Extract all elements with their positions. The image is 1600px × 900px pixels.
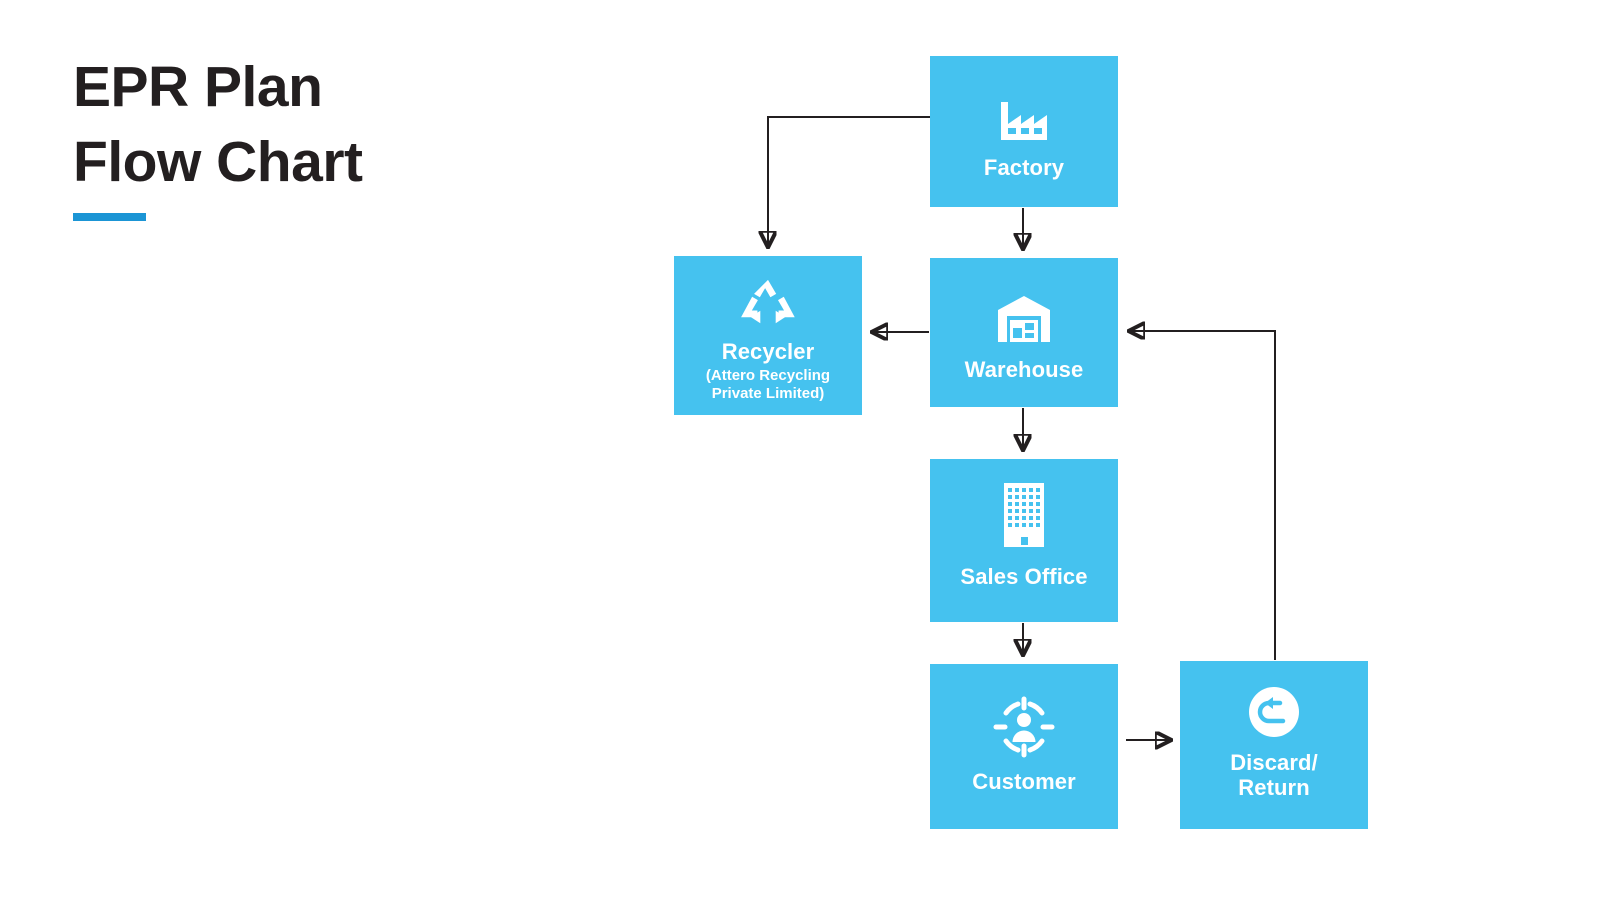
node-factory-label: Factory (983, 155, 1065, 180)
node-sales-office[interactable]: Sales Office (930, 459, 1118, 622)
node-factory[interactable]: Factory (930, 56, 1118, 207)
page-title-line-1: EPR Plan (73, 50, 593, 125)
edge-factory-to-recycler (768, 116, 930, 246)
customer-target-icon (993, 696, 1055, 758)
recycle-icon (739, 278, 797, 328)
office-building-icon (1000, 481, 1048, 549)
page-title: EPR Plan Flow Chart (73, 50, 593, 200)
node-recycler-sublabel: (Attero Recycling Private Limited) (705, 366, 831, 402)
node-sales-office-label: Sales Office (960, 564, 1088, 589)
node-recycler-label: Recycler (721, 339, 815, 364)
factory-icon (997, 96, 1051, 142)
node-customer[interactable]: Customer (930, 664, 1118, 829)
title-text-2: Flow Chart (73, 130, 363, 195)
node-discard-return[interactable]: Discard/ Return (1180, 661, 1368, 829)
page-title-line-2: Flow Chart (73, 125, 593, 200)
node-warehouse[interactable]: Warehouse (930, 258, 1118, 407)
edge-discard-to-warehouse (1130, 331, 1276, 660)
title-accent-rule (73, 213, 146, 221)
node-warehouse-label: Warehouse (964, 357, 1084, 382)
title-text-1: EPR Plan (73, 55, 323, 119)
warehouse-icon (996, 294, 1052, 344)
return-arrow-icon (1247, 685, 1301, 739)
node-discard-return-label: Discard/ Return (1230, 750, 1318, 800)
node-customer-label: Customer (972, 769, 1076, 794)
node-recycler[interactable]: Recycler (Attero Recycling Private Limit… (674, 256, 862, 415)
